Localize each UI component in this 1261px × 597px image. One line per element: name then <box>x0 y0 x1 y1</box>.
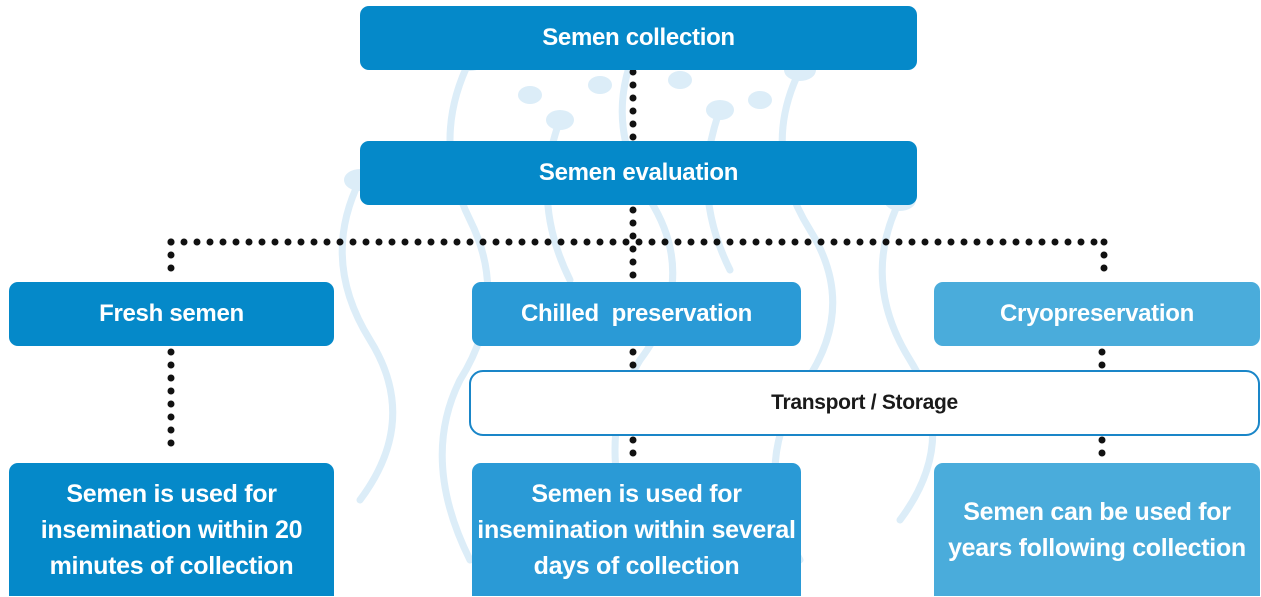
fresh-semen-label: Fresh semen <box>99 300 244 327</box>
semen-evaluation-label: Semen evaluation <box>538 159 739 186</box>
fresh-semen-box: Fresh semen <box>9 282 334 346</box>
fresh-outcome-box: Semen is used for insemination within 20… <box>9 463 334 596</box>
chilled-outcome-text: Semen is used for insemination within se… <box>477 479 796 580</box>
fresh-outcome-text: Semen is used for insemination within 20… <box>40 479 303 580</box>
semen-collection-label: Semen collection <box>542 24 735 51</box>
semen-evaluation-box: Semen evaluation <box>360 141 917 205</box>
chilled-preservation-label: Chilled preservation <box>520 300 753 327</box>
transport-storage-box: Transport / Storage <box>469 370 1260 436</box>
chilled-outcome-box: Semen is used for insemination within se… <box>472 463 801 596</box>
cryopreservation-label: Cryopreservation <box>1000 300 1194 327</box>
transport-storage-label: Transport / Storage <box>771 391 958 414</box>
cryopreservation-box: Cryopreservation <box>934 282 1260 346</box>
cryo-outcome-box: Semen can be used for years following co… <box>934 463 1260 596</box>
semen-collection-box: Semen collection <box>360 6 917 70</box>
chilled-preservation-box: Chilled preservation <box>472 282 801 346</box>
cryo-outcome-text: Semen can be used for years following co… <box>948 497 1246 562</box>
